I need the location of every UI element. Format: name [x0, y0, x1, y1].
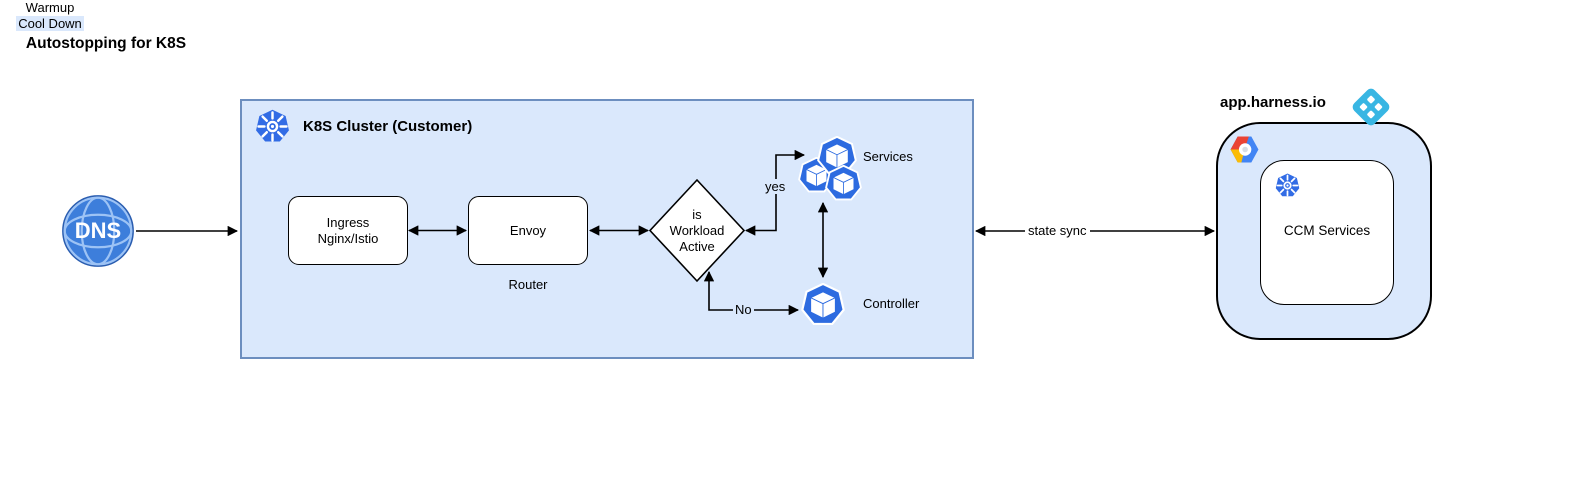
globe-icon	[62, 195, 134, 267]
ccm-services-label: CCM Services	[1283, 223, 1371, 238]
ingress-node: Ingress Nginx/Istio	[288, 196, 408, 265]
dns-label: DNS	[74, 218, 122, 243]
cluster-title: K8S Cluster (Customer)	[303, 118, 473, 135]
cluster-header: K8S Cluster (Customer)	[255, 109, 472, 144]
harness-domain-label: app.harness.io	[1220, 94, 1326, 111]
kubernetes-icon	[255, 109, 290, 144]
diagram-title: Autostopping for K8S	[25, 35, 187, 52]
services-label: Services	[863, 149, 913, 164]
router-caption: Router	[508, 277, 548, 292]
envoy-node: Envoy	[468, 196, 588, 265]
edge-label-yes: yes	[763, 179, 788, 194]
google-cloud-icon	[1230, 136, 1259, 163]
ingress-label: Ingress Nginx/Istio	[317, 214, 379, 246]
harness-logo-icon	[1352, 88, 1390, 126]
decision-label: is Workload Active	[669, 207, 725, 254]
pod-cube-icon	[801, 283, 845, 327]
cooldown-label: Cool Down	[16, 16, 84, 31]
edge-label-state-sync: state sync	[1025, 223, 1090, 238]
controller-label: Controller	[863, 296, 920, 311]
ccm-services-box: CCM Services	[1260, 160, 1394, 305]
harness-container: CCM Services	[1216, 122, 1432, 340]
warmup-label: Warmup	[21, 0, 79, 15]
edge-label-warmup-cooldown: Warmup Cool Down	[0, 0, 100, 32]
edge-label-no: No	[733, 302, 754, 317]
pod-cube-icon	[825, 165, 862, 202]
envoy-label: Envoy	[509, 222, 547, 238]
services-node	[798, 136, 864, 202]
dns-node: DNS	[61, 194, 135, 268]
kubernetes-icon	[1275, 173, 1300, 198]
